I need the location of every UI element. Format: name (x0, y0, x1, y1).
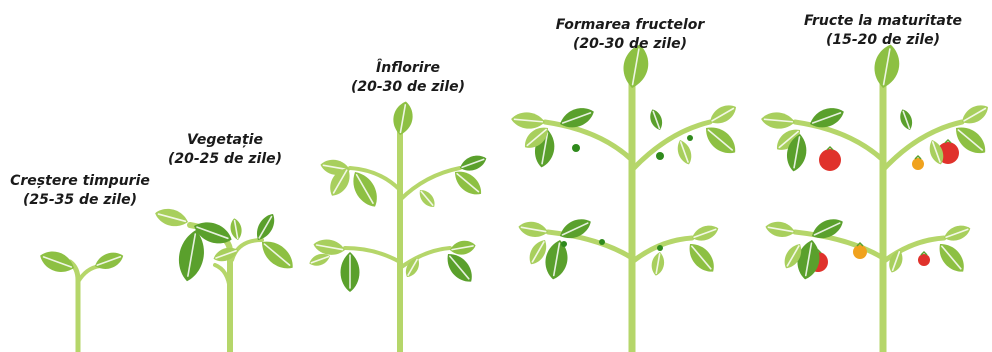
stage-4-fruiting-plant-icon (510, 43, 741, 352)
leaf (760, 111, 795, 130)
stage-1-duration: (25-35 de zile) (10, 191, 150, 210)
stage-5-mature-plant-icon (760, 43, 991, 352)
stage-4-duration: (20-30 de zile) (556, 35, 705, 54)
leaf (764, 219, 796, 239)
stage-2-label: Vegetație (20-25 de zile) (168, 131, 282, 169)
stage-2-duration: (20-25 de zile) (168, 150, 282, 169)
leaf (517, 219, 549, 239)
leaf (942, 222, 973, 244)
leaf (690, 222, 721, 244)
fruit (819, 149, 841, 171)
leaf (700, 121, 741, 160)
fruit (853, 245, 867, 259)
leaf (510, 111, 545, 130)
stem (400, 248, 450, 268)
fruit (918, 254, 930, 266)
stage-3-label: Înflorire (20-30 de zile) (351, 59, 465, 97)
stage-2-title: Vegetație (168, 131, 282, 150)
fruit (572, 144, 580, 152)
leaf (647, 107, 665, 131)
stage-3-title: Înflorire (351, 59, 465, 78)
fruit (656, 152, 664, 160)
leaf (312, 237, 346, 257)
leaf (449, 239, 477, 257)
leaf (897, 107, 915, 131)
stage-5-title: Fructe la maturitate (804, 12, 962, 31)
stem (545, 122, 632, 160)
leaf (391, 100, 416, 137)
leaf (153, 205, 190, 229)
stage-1-seedling-icon (37, 247, 126, 352)
stem (70, 262, 78, 352)
leaf (341, 252, 360, 292)
leaf (229, 217, 243, 241)
leaf (416, 187, 438, 211)
stage-4-label: Formarea fructelor (20-30 de zile) (556, 16, 705, 54)
stage-5-label: Fructe la maturitate (15-20 de zile) (804, 12, 962, 50)
leaf (706, 101, 739, 129)
stage-2-young-plant-icon (153, 205, 299, 352)
fruit (912, 158, 924, 170)
fruit (599, 239, 605, 245)
stem (78, 266, 100, 282)
stage-3-duration: (20-30 de zile) (351, 78, 465, 97)
leaf (674, 138, 694, 167)
stage-5-duration: (15-20 de zile) (804, 31, 962, 50)
leaf (933, 238, 970, 277)
leaf (958, 101, 991, 129)
fruit (657, 245, 663, 251)
fruit (687, 135, 693, 141)
fruit (561, 241, 567, 247)
leaf (683, 238, 720, 277)
leaf (92, 249, 125, 273)
stage-1-label: Creștere timpurie (25-35 de zile) (10, 172, 150, 210)
leaf (458, 152, 489, 174)
leaf (650, 251, 666, 277)
stage-1-title: Creștere timpurie (10, 172, 150, 191)
stage-3-flowering-plant-icon (307, 100, 488, 352)
stage-4-title: Formarea fructelor (556, 16, 705, 35)
stem (632, 122, 710, 170)
